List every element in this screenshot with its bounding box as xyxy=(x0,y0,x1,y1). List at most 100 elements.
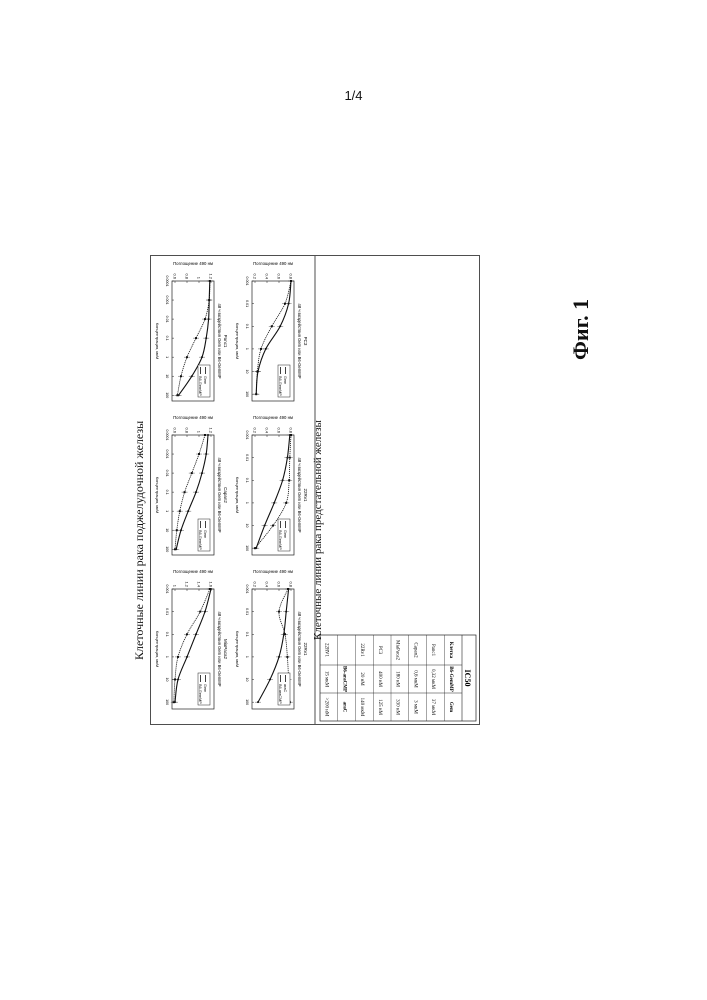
legend: GemB6-GemMP xyxy=(198,365,210,397)
x-tick-label: 0.1 xyxy=(165,490,169,495)
x-tick-label: 0.01 xyxy=(165,608,169,615)
x-tick-label: 10 xyxy=(165,528,169,532)
y-tick-label: 1.2 xyxy=(185,581,190,587)
data-point xyxy=(201,472,203,474)
x-tick-label: 1 xyxy=(245,348,249,350)
y-tick-label: 0.4 xyxy=(265,581,270,587)
y-tick-label: 0.8 xyxy=(185,273,190,279)
table-cell: 125 нМ xyxy=(377,699,382,715)
data-point xyxy=(255,393,257,395)
x-tick-label: 0.001 xyxy=(165,585,169,594)
table-header-cell: Клетка xyxy=(448,642,453,659)
data-point xyxy=(278,656,280,658)
x-tick-label: 100 xyxy=(245,699,249,705)
x-tick-label: 100 xyxy=(165,546,169,552)
x-tick-label: 0.1 xyxy=(245,324,249,329)
x-tick-label: 0.1 xyxy=(245,478,249,483)
x-tick-label: 1 xyxy=(245,502,249,504)
y-tick-label: 0.8 xyxy=(289,427,294,433)
data-point xyxy=(269,679,271,681)
y-tick-label: 0.6 xyxy=(277,581,282,587)
y-tick-label: 0.8 xyxy=(185,427,190,433)
y-tick-label: 0.6 xyxy=(277,273,282,279)
legend: GemB6-GemMP xyxy=(278,365,290,397)
data-point xyxy=(180,529,182,531)
data-point xyxy=(195,633,197,635)
data-point xyxy=(254,547,256,549)
x-tick-label: 0.0001 xyxy=(165,430,169,441)
legend-entry: B6-GemMP xyxy=(278,376,282,396)
page-number: 1/4 xyxy=(0,88,707,103)
x-axis-label: Концентрация, мкМ xyxy=(155,477,160,513)
y-tick-label: 0.2 xyxy=(253,273,258,279)
x-tick-label: 0.1 xyxy=(165,336,169,341)
x-tick-label: 100 xyxy=(245,545,249,551)
panel-subtitle: 48 ч воздействия Gem или B6-GemMP xyxy=(297,458,302,533)
table-cell: 22Rv1 xyxy=(359,643,364,657)
data-point xyxy=(177,656,179,658)
data-point xyxy=(187,510,189,512)
data-point xyxy=(184,491,186,493)
data-point xyxy=(265,348,267,350)
table-cell: 0,6 мкМ xyxy=(412,670,417,688)
x-tick-label: 0.001 xyxy=(165,450,169,459)
x-axis-label: Концентрация, мкМ xyxy=(155,631,160,667)
table-header-cell: Gem xyxy=(448,702,453,713)
data-point xyxy=(285,502,287,504)
legend-entry: Gem xyxy=(283,530,287,538)
legend-entry: B6-GemMP xyxy=(198,376,202,396)
legend-entry: Gem xyxy=(283,376,287,384)
panel-title: 22Rv1 xyxy=(303,642,308,656)
data-point xyxy=(285,611,287,613)
data-point xyxy=(256,371,258,373)
data-point xyxy=(273,502,275,504)
data-point xyxy=(209,280,211,282)
ic50-table-rotated: IC50КлеткаB6-GemMPGemPanc10,32 мкМ37 мкМ… xyxy=(320,635,476,721)
table-header-cell: B6-araCMP xyxy=(341,666,346,692)
x-tick-label: 10 xyxy=(245,524,249,528)
legend-entry: araC xyxy=(283,684,287,692)
data-point xyxy=(290,434,292,436)
y-tick-label: 1.2 xyxy=(209,427,214,433)
data-point xyxy=(264,525,266,527)
y-axis-label: Поглощение 490 нм xyxy=(253,261,293,266)
table-title: IC50 xyxy=(463,670,472,687)
x-tick-label: 10 xyxy=(245,370,249,374)
x-tick-label: 10 xyxy=(245,678,249,682)
panel-subtitle: 48 ч воздействия Gem или B6-GemMP xyxy=(297,304,302,379)
x-tick-label: 0.01 xyxy=(245,300,249,307)
x-axis-label: Концентрация, мкМ xyxy=(235,631,240,667)
data-point xyxy=(204,611,206,613)
x-tick-label: 10 xyxy=(165,678,169,682)
x-tick-label: 100 xyxy=(245,391,249,397)
data-point xyxy=(290,280,292,282)
legend-entry: B6-GemMP xyxy=(198,684,202,704)
y-axis-label: Поглощение 490 нм xyxy=(253,569,293,574)
data-point xyxy=(272,525,274,527)
panel-title: PC3 xyxy=(303,337,308,346)
table-cell: 140 мкМ xyxy=(359,698,364,717)
x-tick-label: 1 xyxy=(165,656,169,658)
x-tick-label: 100 xyxy=(165,392,169,398)
data-point xyxy=(195,491,197,493)
panel-title: Capan2 xyxy=(223,487,228,503)
panel-title: MiaPaca2 xyxy=(223,639,228,660)
data-point xyxy=(271,325,273,327)
data-point xyxy=(287,588,289,590)
data-point xyxy=(282,479,284,481)
x-tick-label: 1 xyxy=(245,656,249,658)
x-tick-label: 0.0001 xyxy=(165,276,169,287)
x-axis-label: Концентрация, мкМ xyxy=(155,323,160,359)
table-cell: 180 нМ xyxy=(395,671,400,687)
data-point xyxy=(174,679,176,681)
data-point xyxy=(257,701,259,703)
panel-title: 22Rv1 xyxy=(303,488,308,502)
data-point xyxy=(284,633,286,635)
legend: araCB6-araCMP xyxy=(278,673,290,705)
data-point xyxy=(173,701,175,703)
x-tick-label: 0.001 xyxy=(165,296,169,305)
y-axis-label: Поглощение 490 нм xyxy=(173,261,213,266)
data-point xyxy=(286,656,288,658)
ic50-table: IC50КлеткаB6-GemMPGemPanc10,32 мкМ37 мкМ… xyxy=(320,635,476,721)
data-point xyxy=(205,337,207,339)
